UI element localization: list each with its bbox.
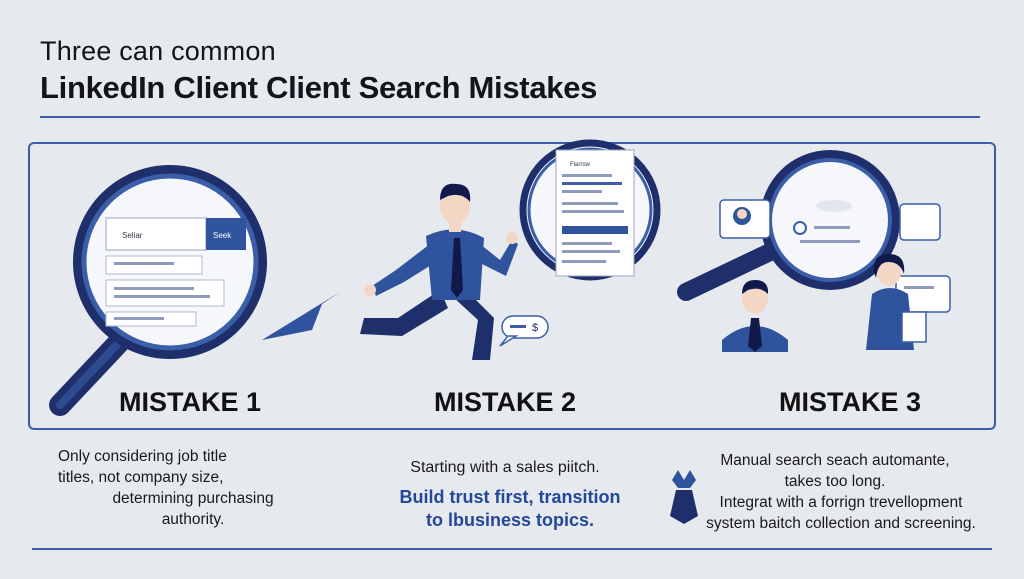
mistake-1-label: MISTAKE 1 — [118, 387, 261, 417]
doc-heading: Flarrow — [570, 162, 591, 168]
pointer-triangle — [262, 292, 340, 340]
magnifier-3-icon — [677, 150, 900, 301]
search-button-label: Seek — [213, 231, 232, 240]
businessman-figure — [722, 280, 788, 352]
mistake-2-description: Starting with a sales piitch. — [410, 459, 600, 476]
mistake-3-solution-line: system baitch collection and screening. — [706, 515, 976, 532]
page-title-line1: Three can common — [40, 36, 276, 66]
running-man-figure — [360, 183, 518, 360]
search-box-label: Seliar — [122, 231, 143, 240]
magnifier-2-icon: Flarrow — [519, 139, 661, 281]
title-divider — [40, 116, 980, 118]
mistake-3-solution: Integrat with a forrign trevellopment sy… — [696, 492, 986, 534]
dollar-bubble-icon: $ — [499, 315, 549, 347]
mistake-3-line: Manual search seach automante, — [720, 452, 950, 469]
businesswoman-figure — [866, 254, 927, 350]
mistake-2-highlight-line: Build trust first, transition — [399, 487, 621, 507]
small-figure-icon — [670, 470, 698, 524]
mistake-2-highlight-line: to lbusiness topics. — [425, 510, 595, 530]
bottom-divider — [32, 548, 992, 550]
mistake-1-line: determining purchasing — [112, 490, 274, 507]
mistake-1-line: Only considering job title — [58, 448, 227, 465]
mistake-1-description: Only considering job title titles, not c… — [58, 446, 328, 530]
mistake-3-label: MISTAKE 3 — [778, 387, 921, 417]
mistake-3-solution-line: Integrat with a forrign trevellopment — [719, 494, 963, 511]
mistake-2-highlight: Build trust first, transition to lbusine… — [350, 486, 670, 532]
chat-card-right-icon — [895, 203, 951, 313]
mistake-1-line: titles, not company size, — [58, 469, 224, 486]
chat-card-left-icon — [719, 199, 771, 239]
mistake-2-label: MISTAKE 2 — [433, 387, 576, 417]
magnifier-1-icon: Seliar Seek — [49, 165, 267, 416]
illustration-panel — [28, 142, 996, 430]
mistake-1-line: authority. — [161, 511, 225, 528]
mistake-3-description: Manual search seach automante, takes too… — [700, 450, 970, 492]
bubble-symbol: $ — [532, 322, 538, 334]
page-title: LinkedIn Client Client Search Mistakes — [40, 70, 598, 105]
mistake-3-line: takes too long. — [784, 473, 886, 490]
